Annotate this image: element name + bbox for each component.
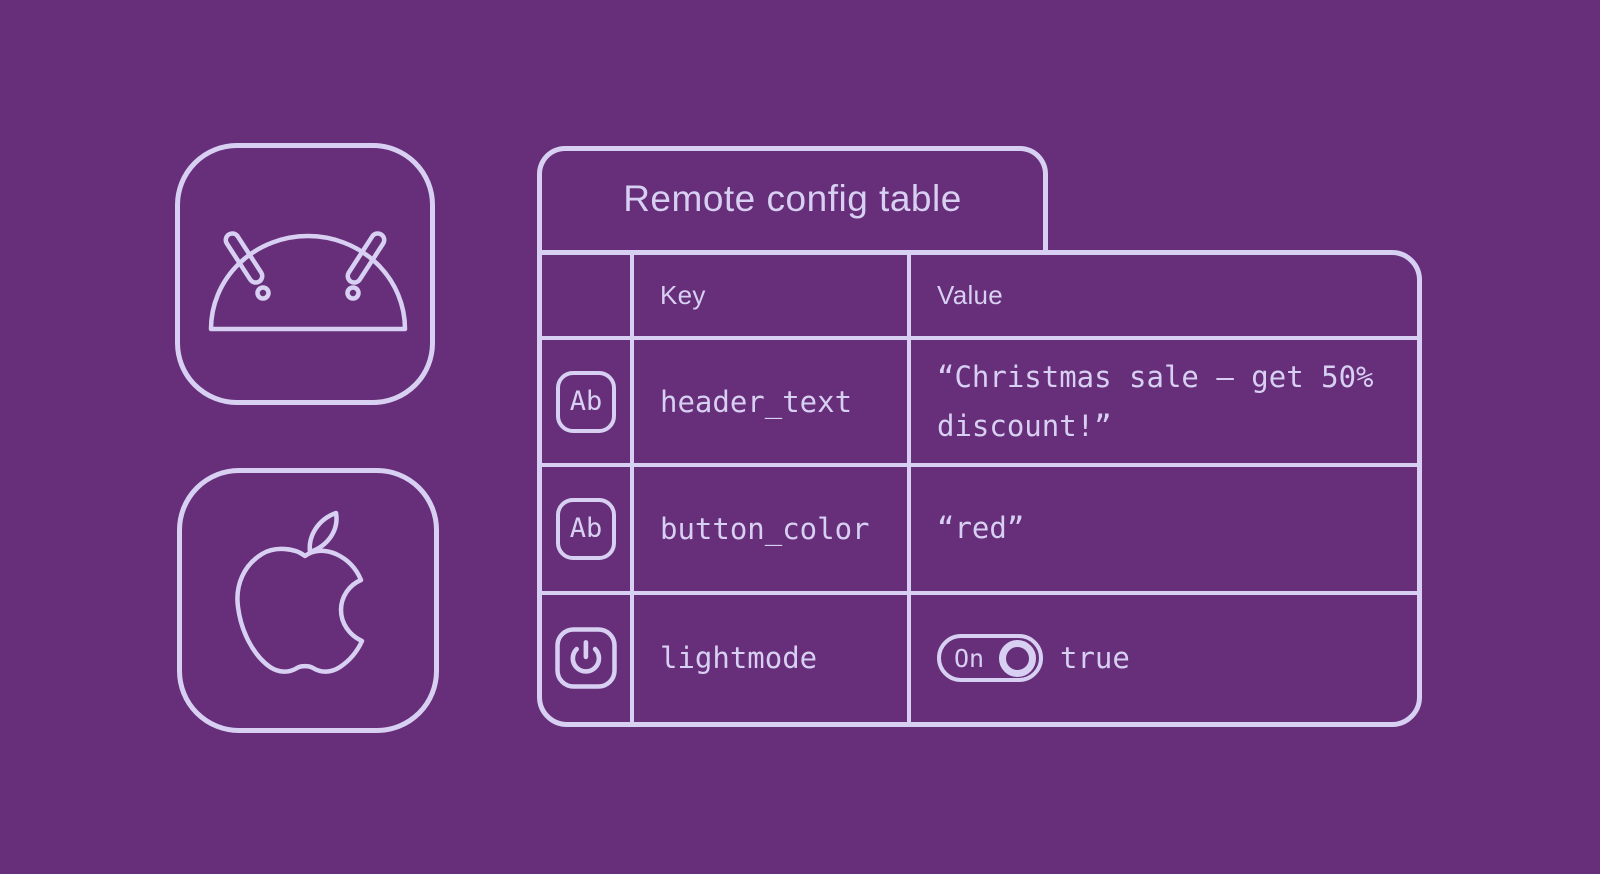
table-row-3-key: lightmode [634, 594, 911, 722]
apple-app-icon [177, 468, 439, 733]
android-robot-icon [208, 231, 408, 332]
table-title: Remote config table [623, 177, 962, 219]
table-row-2-value-text: “red” [937, 511, 1025, 546]
column-header-key: Key [634, 255, 911, 340]
apple-logo-icon [235, 510, 365, 674]
text-type-icon-label: Ab [569, 513, 603, 545]
table-row-3-type-cell [542, 594, 634, 722]
toggle-knob-icon [999, 639, 1036, 677]
column-header-type [542, 255, 634, 340]
remote-config-table: Key Value Ab header_text “Christmas sale… [537, 250, 1422, 727]
table-row-2-value: “red” [911, 467, 1417, 595]
lightmode-toggle[interactable]: On [937, 634, 1043, 683]
column-header-value: Value [911, 255, 1417, 340]
table-row-2-key: button_color [634, 467, 911, 595]
table-title-tab: Remote config table [537, 146, 1048, 250]
power-icon [555, 627, 617, 690]
table-row-2-type-cell: Ab [542, 467, 634, 595]
table-row-1-value-text: “Christmas sale — get 50% discount!” [937, 359, 1374, 443]
toggle-state-text: true [1060, 641, 1130, 676]
text-type-icon: Ab [556, 497, 616, 560]
table-row-1-key: header_text [634, 340, 911, 468]
table-row-1-type-cell: Ab [542, 340, 634, 468]
table-row-3-value: On true [911, 595, 1417, 722]
android-app-icon [175, 143, 435, 405]
text-type-icon-label: Ab [569, 386, 603, 418]
toggle-on-label: On [954, 643, 985, 673]
table-row-1-value: “Christmas sale — get 50% discount!” [911, 340, 1417, 468]
text-type-icon: Ab [556, 370, 616, 433]
